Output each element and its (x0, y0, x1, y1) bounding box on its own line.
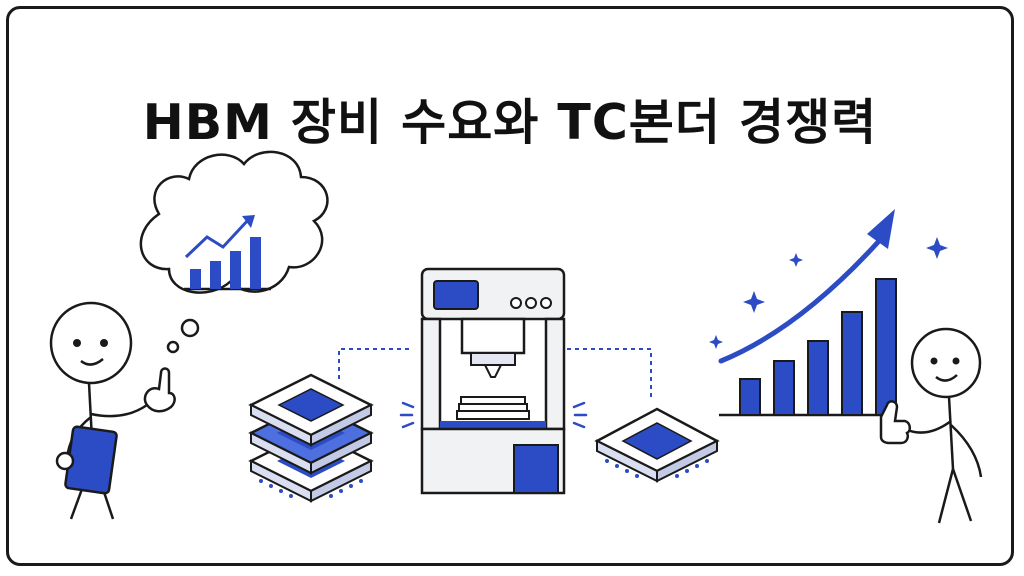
tc-bonder-machine-icon (420, 267, 566, 495)
illustration-canvas (49, 150, 983, 524)
spark-lines-icon (399, 401, 588, 429)
hbm-chip-stack-icon (248, 373, 374, 503)
dotted-connector (338, 348, 652, 401)
illustration-card: HBM 장비 수요와 TC본더 경쟁력 (6, 6, 1014, 566)
bubble-chart-icon (184, 215, 271, 291)
single-chip-icon (594, 407, 720, 483)
sparkle-icon (709, 237, 948, 349)
growth-chart-icon (718, 209, 897, 417)
page-title: HBM 장비 수요와 TC본더 경쟁력 (142, 94, 878, 151)
tablet-icon (55, 425, 118, 495)
thumbs-up-person-icon (879, 327, 983, 524)
